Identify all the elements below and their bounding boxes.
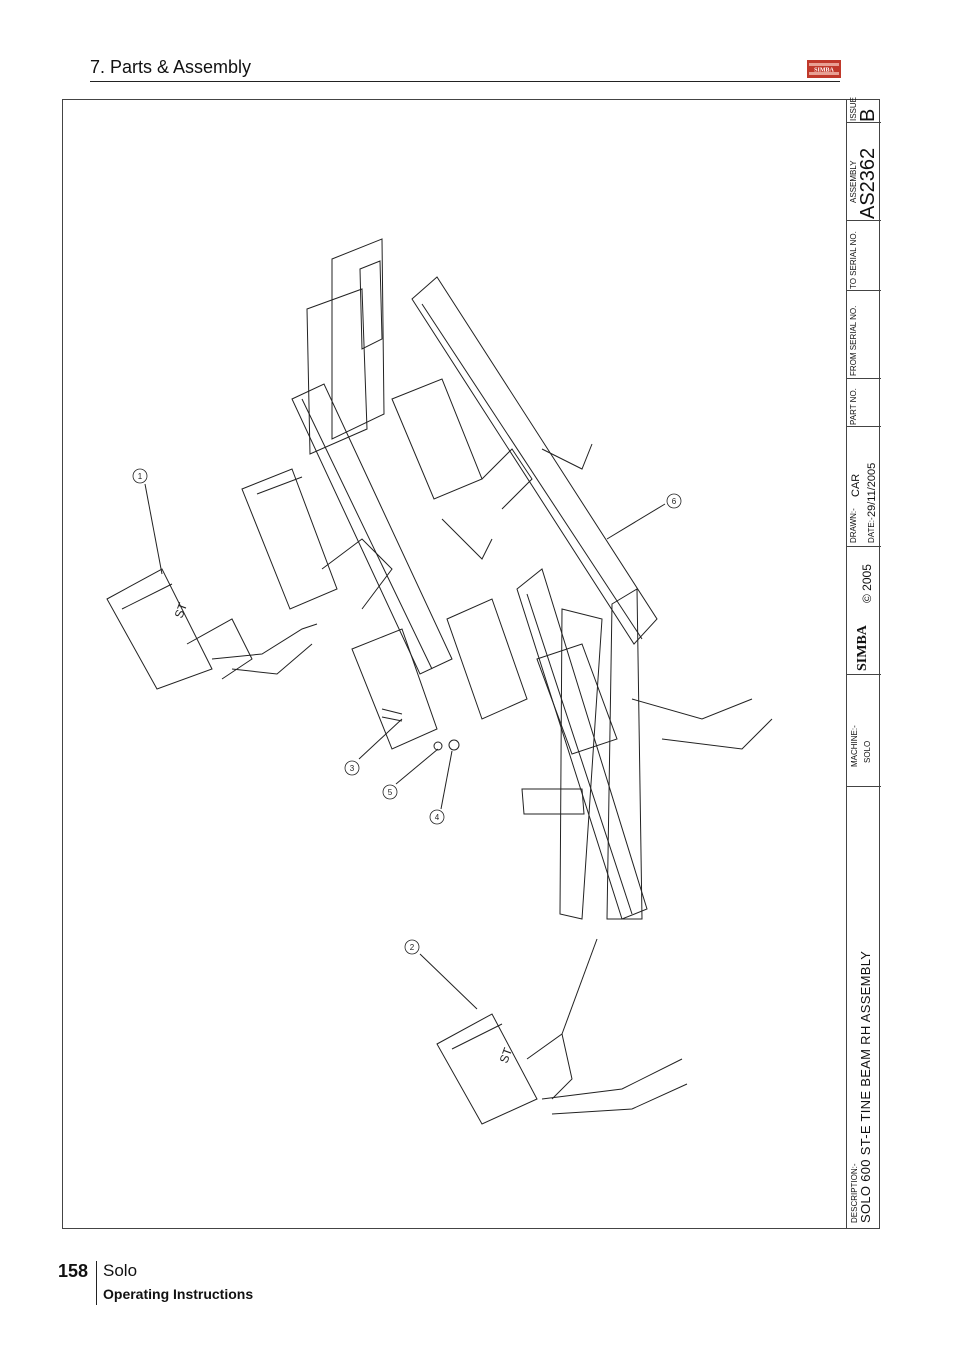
tine-assembly-mid: [391, 378, 593, 510]
frame-bar: [521, 788, 585, 815]
tine-exploded-1: [106, 568, 318, 690]
callout-2: 2: [410, 943, 415, 952]
svg-text:ST: ST: [172, 600, 191, 620]
machine-label: MACHINE:-: [850, 725, 859, 767]
callout-circle-6: [666, 493, 682, 509]
date-value: 29/11/2005: [866, 462, 878, 517]
bolt-3: [381, 708, 403, 722]
brand-cell: SIMBA © 2005: [847, 547, 881, 675]
copyright: © 2005: [860, 564, 874, 603]
callout-5: 5: [388, 788, 393, 797]
upper-beam: [291, 383, 453, 675]
callout-circle-3: [344, 760, 360, 776]
front-beam: [516, 568, 648, 920]
machine-value: SOLO: [863, 740, 872, 763]
drawing-frame: [62, 99, 880, 1229]
part-no-cell: PART NO.: [847, 379, 881, 427]
nut-4: [448, 739, 460, 751]
footer-subtitle: Operating Instructions: [103, 1286, 254, 1302]
issue-value: B: [857, 108, 879, 122]
top-plates: [331, 238, 385, 440]
tine-assembly-lower: [351, 598, 773, 755]
machine-cell: MACHINE:- SOLO: [847, 675, 881, 787]
date-label: DATE:-: [867, 517, 876, 543]
main-beam: [411, 276, 658, 645]
callout-3: 3: [350, 764, 355, 773]
section-title: 7. Parts & Assembly: [90, 57, 252, 77]
drawn-cell: DRAWN:- CAR DATE:- 29/11/2005: [847, 427, 881, 547]
footer-model: Solo: [103, 1261, 138, 1280]
footer-rule: [96, 1261, 97, 1305]
page-number: 158: [58, 1261, 89, 1281]
callout-1: 1: [138, 472, 143, 481]
header-rule: [90, 81, 840, 82]
washer-5: [433, 741, 443, 751]
description-cell: DESCRIPTION:- SOLO 600 ST-E TINE BEAM RH…: [847, 787, 881, 1229]
title-block: ISSUE B ASSEMBLY AS2362 TO SERIAL NO. FR…: [846, 97, 881, 1229]
tine-assembly-upper: [241, 468, 493, 610]
description-value: SOLO 600 ST-E TINE BEAM RH ASSEMBLY: [858, 950, 873, 1223]
to-serial-cell: TO SERIAL NO.: [847, 221, 881, 291]
from-serial-label: FROM SERIAL NO.: [849, 305, 858, 376]
callout-circle-5: [382, 784, 398, 800]
logo-text: SIMBA: [814, 68, 834, 74]
cross-beam: [606, 588, 643, 920]
issue-cell: ISSUE B: [847, 97, 881, 123]
callout-circle-1: [132, 468, 148, 484]
brand-name: SIMBA: [855, 625, 870, 671]
assembly-cell: ASSEMBLY AS2362: [847, 123, 881, 221]
simba-logo-icon: SIMBA: [807, 60, 841, 78]
assembly-value: AS2362: [857, 147, 879, 219]
svg-text:ST: ST: [497, 1045, 516, 1065]
assembly-drawing: ST ST 1 2 3 4 5 6: [106, 238, 773, 1125]
to-serial-label: TO SERIAL NO.: [849, 231, 858, 289]
callout-circle-2: [404, 939, 420, 955]
drawbar: [559, 608, 603, 920]
callout-6: 6: [672, 497, 677, 506]
callout-circle-4: [429, 809, 445, 825]
tine-exploded-2: [436, 1013, 688, 1125]
drawn-label: DRAWN:-: [849, 508, 858, 543]
drawn-value: CAR: [850, 473, 862, 497]
part-no-label: PART NO.: [849, 388, 858, 425]
tine-markings: ST ST: [172, 600, 516, 1065]
from-serial-cell: FROM SERIAL NO.: [847, 291, 881, 379]
callout-4: 4: [435, 813, 440, 822]
